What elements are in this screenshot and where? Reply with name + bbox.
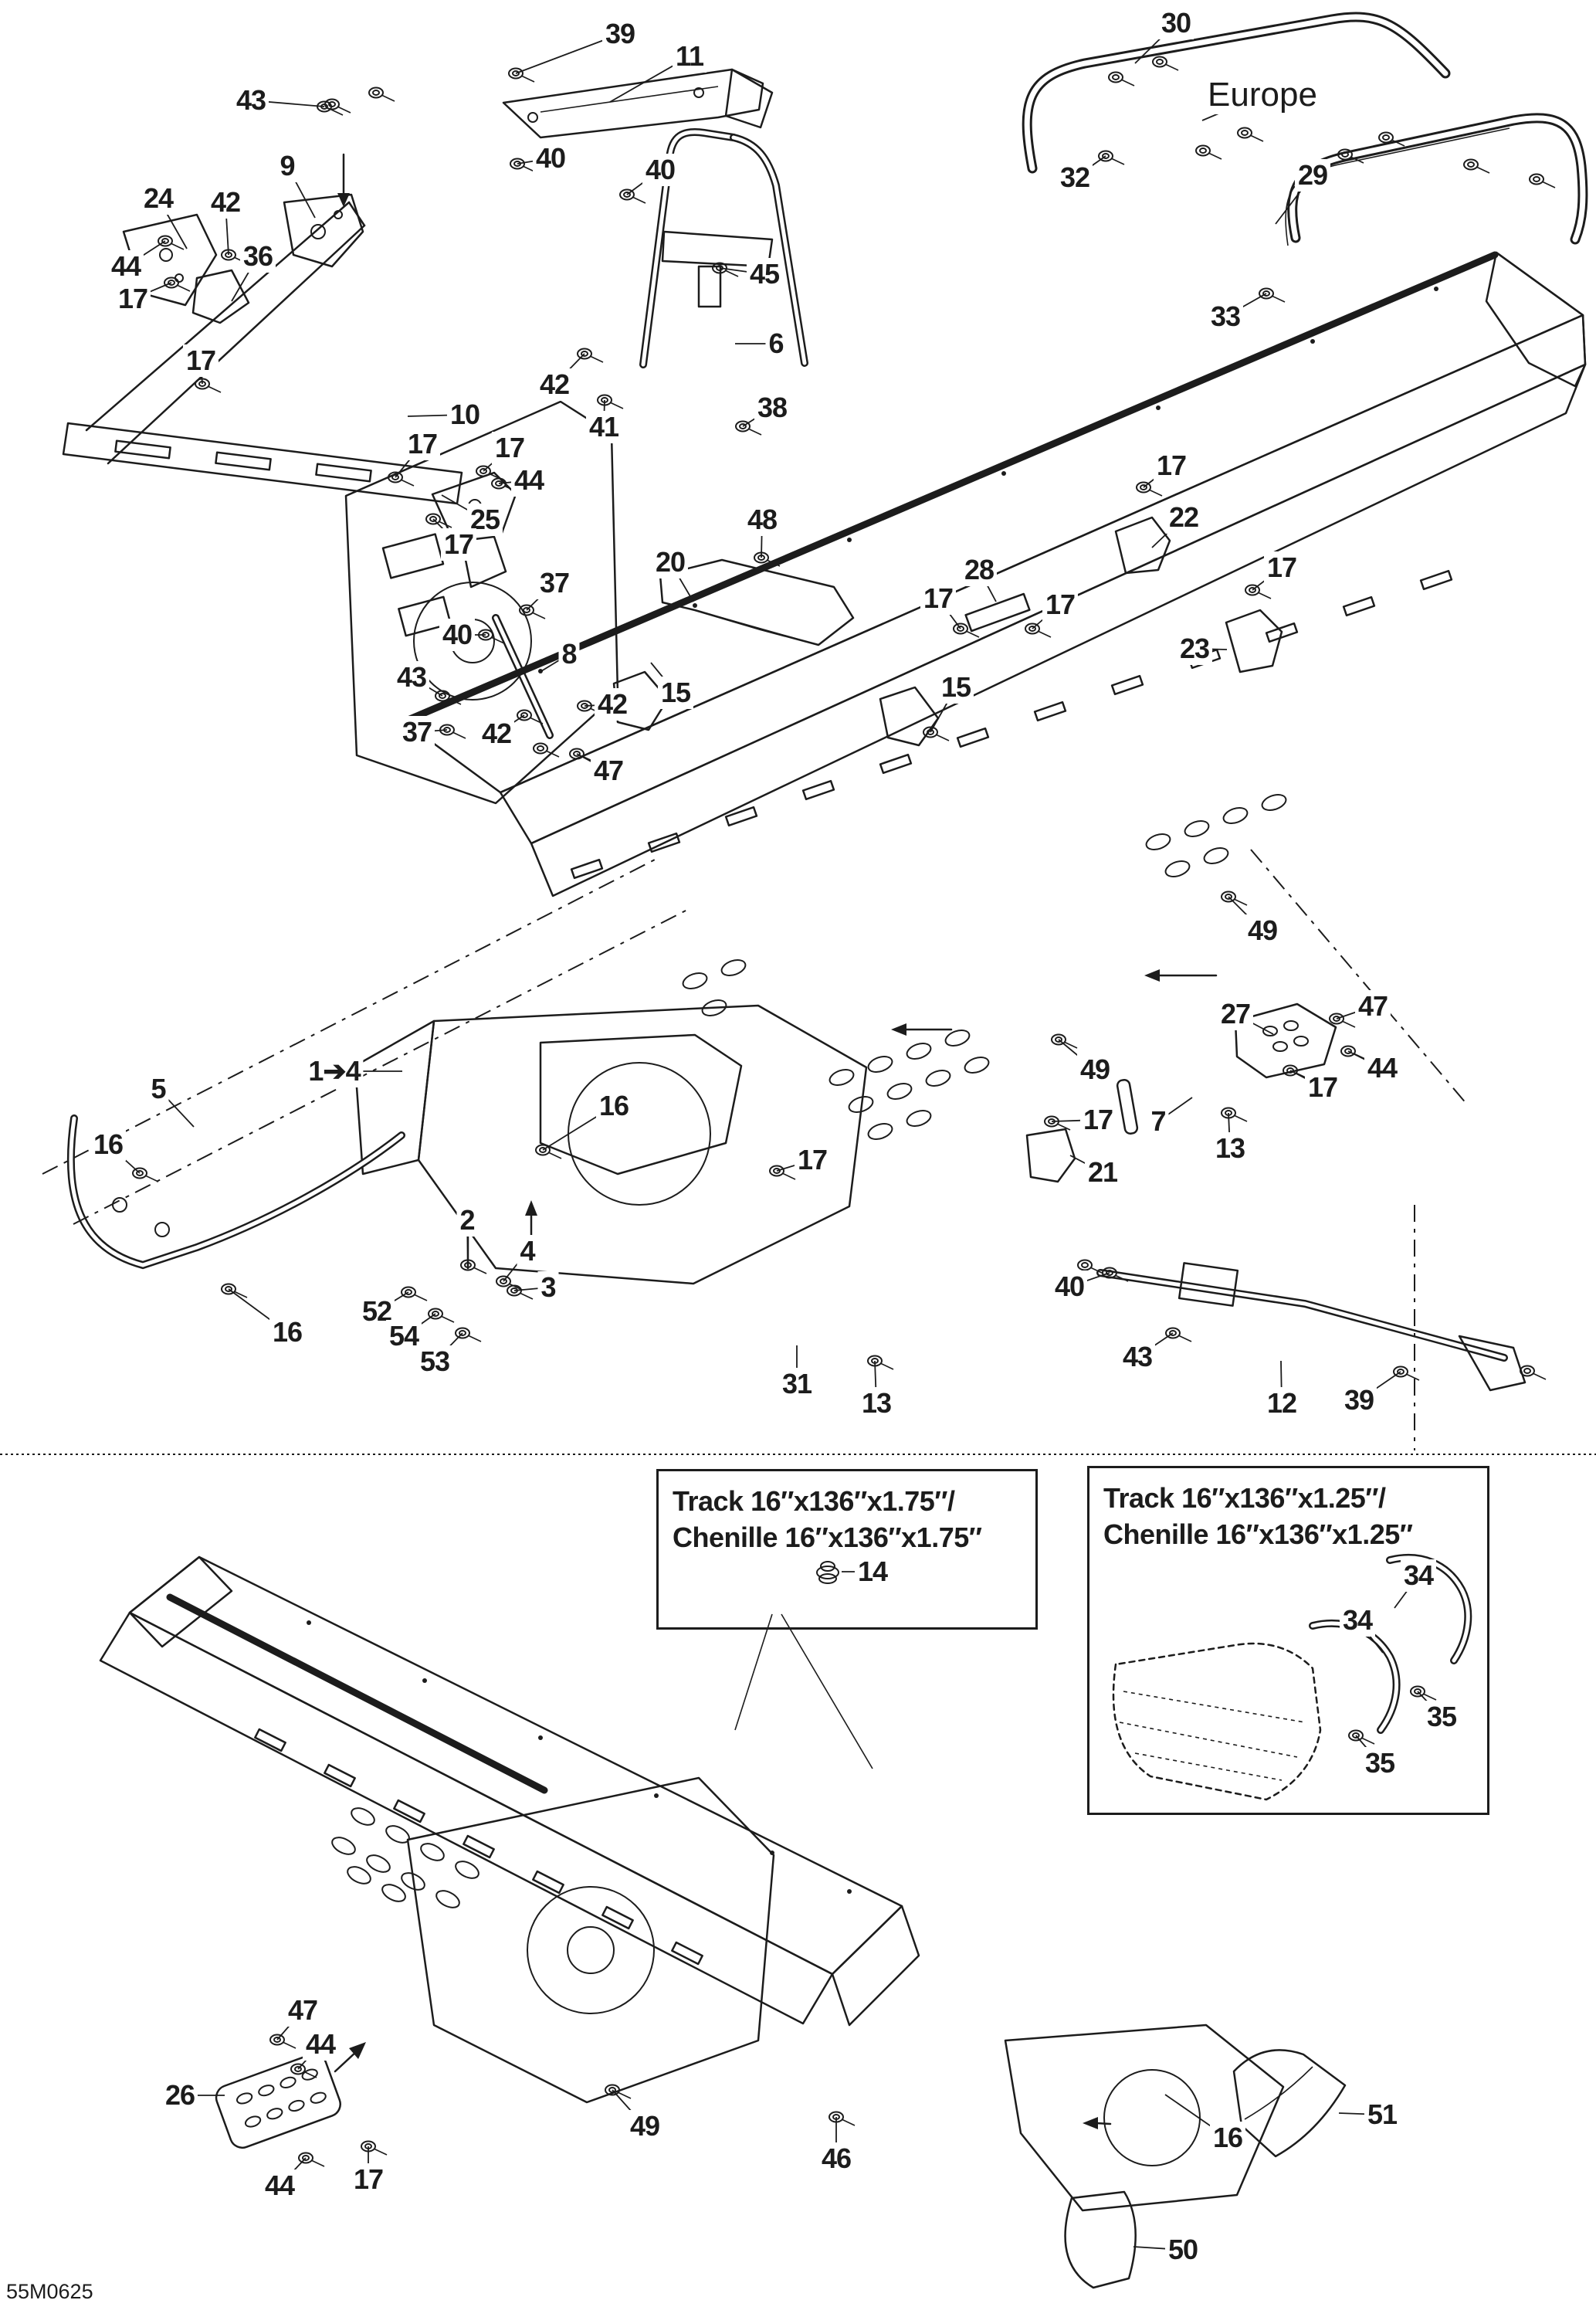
- callout-label: 41: [585, 411, 622, 443]
- callout-label: 11: [672, 40, 707, 73]
- callout-label: 37: [536, 567, 573, 599]
- callout-label: 49: [626, 2110, 663, 2142]
- callout-label: 17: [491, 432, 528, 464]
- callout-label: 38: [754, 392, 791, 424]
- callout-label: 48: [744, 504, 781, 536]
- callout-label: 40: [1051, 1270, 1088, 1303]
- callout-label: 43: [393, 661, 430, 694]
- callout-label: 31: [778, 1368, 815, 1400]
- callout-label: 44: [1364, 1052, 1401, 1084]
- callout-label: 13: [858, 1387, 895, 1420]
- callout-label: 34: [1339, 1604, 1376, 1637]
- callout-label: 40: [642, 154, 679, 186]
- grommet-icon: [816, 1561, 839, 1584]
- callout-label: 43: [232, 84, 269, 117]
- callout-label: 50: [1164, 2234, 1201, 2266]
- callout-label: 26: [161, 2079, 198, 2112]
- callout-label: 17: [1304, 1071, 1341, 1104]
- region-label: Europe: [1205, 76, 1320, 114]
- callout-label: 35: [1361, 1747, 1398, 1779]
- callout-label: 46: [818, 2142, 855, 2175]
- callout-label: 17: [1153, 449, 1190, 482]
- callout-label: 30: [1157, 7, 1194, 39]
- callout-label: 43: [1119, 1341, 1156, 1373]
- callout-label: 13: [1211, 1132, 1249, 1165]
- callout-label: 17: [114, 283, 151, 315]
- callout-label: 17: [440, 528, 477, 561]
- callout-label: 37: [398, 716, 435, 748]
- callout-label: 15: [657, 677, 694, 709]
- callout-label: 22: [1165, 501, 1202, 534]
- callout-label: 12: [1263, 1387, 1300, 1420]
- callout-label: 17: [404, 428, 441, 460]
- callout-label: 51: [1364, 2098, 1401, 2131]
- callout-label: 54: [385, 1320, 422, 1352]
- callout-label: 7: [1147, 1105, 1169, 1138]
- callout-label: 42: [594, 688, 631, 721]
- callout-label: 34: [1400, 1559, 1437, 1592]
- track-spec-line: Track 16″x136″x1.75″/: [673, 1485, 955, 1517]
- callout-label: 17: [350, 2163, 387, 2196]
- track-spec-box-1: Track 16″x136″x1.75″/ Chenille 16″x136″x…: [656, 1469, 1038, 1630]
- callout-label: 23: [1176, 633, 1213, 665]
- callout-label: 9: [276, 150, 298, 182]
- callout-label: 39: [601, 18, 639, 50]
- callout-label: 24: [140, 182, 177, 215]
- callout-label: 27: [1217, 998, 1254, 1030]
- callout-label: 17: [182, 344, 219, 377]
- track-spec-line: Chenille 16″x136″x1.75″: [673, 1521, 982, 1553]
- track-spec-line: Chenille 16″x136″x1.25″: [1103, 1518, 1413, 1550]
- callout-label: 21: [1084, 1156, 1121, 1189]
- callout-label: 44: [261, 2169, 298, 2202]
- callout-label: 44: [302, 2028, 339, 2061]
- callout-label: 17: [1079, 1104, 1117, 1136]
- callout-label: 29: [1294, 159, 1331, 192]
- callout-label: 16: [90, 1128, 127, 1161]
- callout-label: 39: [1340, 1384, 1377, 1416]
- callout-label: 16: [269, 1316, 306, 1348]
- callout-label: 5: [147, 1073, 169, 1105]
- callout-label: 16: [595, 1090, 632, 1122]
- drawing-number: 55M0625: [6, 2280, 93, 2303]
- callout-label: 33: [1207, 300, 1244, 333]
- callout-label: 14: [854, 1555, 891, 1588]
- callout-label: 40: [439, 619, 476, 651]
- callout-label: 42: [536, 368, 573, 401]
- callout-label: 44: [510, 464, 547, 497]
- callout-label: 6: [765, 327, 787, 360]
- callout-label: 32: [1056, 161, 1093, 194]
- callout-label: 45: [746, 258, 783, 290]
- track-spec-line: Track 16″x136″x1.25″/: [1103, 1482, 1386, 1514]
- callout-label: 44: [107, 250, 144, 283]
- callout-label: 17: [1263, 551, 1300, 584]
- callout-label: 1➔4: [305, 1055, 364, 1087]
- callout-label: 49: [1076, 1053, 1113, 1086]
- callout-label: 16: [1209, 2122, 1246, 2154]
- callout-label: 2: [456, 1204, 478, 1237]
- callout-label: 36: [239, 240, 276, 273]
- callout-label: 47: [590, 755, 627, 787]
- callout-label: 17: [1042, 589, 1079, 621]
- callout-label: 40: [532, 142, 569, 175]
- callout-label: 4: [517, 1235, 538, 1267]
- callout-label: 3: [537, 1271, 559, 1304]
- callout-label: 20: [652, 546, 689, 578]
- callout-label: 47: [284, 1994, 321, 2027]
- callout-label: 28: [961, 554, 998, 586]
- callout-label: 35: [1423, 1701, 1460, 1733]
- callout-label: 17: [794, 1144, 831, 1176]
- callout-label: 42: [478, 717, 515, 750]
- callout-label: 8: [558, 638, 580, 670]
- track-spec-box-2: Track 16″x136″x1.25″/ Chenille 16″x136″x…: [1087, 1466, 1489, 1815]
- callout-label: 53: [416, 1345, 453, 1378]
- callout-label: 47: [1354, 990, 1391, 1023]
- callout-label: 15: [937, 671, 974, 704]
- callout-label: 42: [207, 186, 244, 219]
- callout-label: 49: [1244, 914, 1281, 947]
- callout-label: 17: [920, 582, 957, 615]
- callout-label: 10: [446, 399, 483, 431]
